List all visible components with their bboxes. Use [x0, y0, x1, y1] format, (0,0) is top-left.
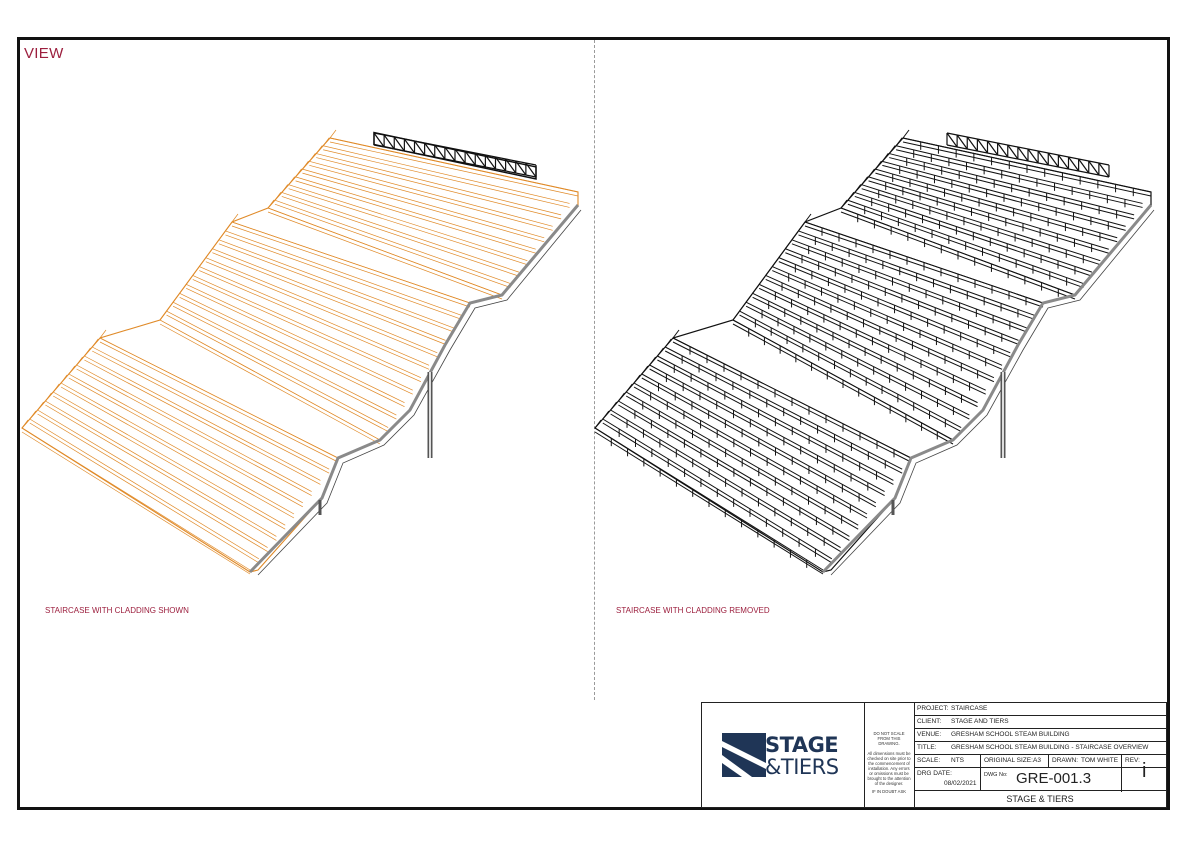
drawn-label: DRAWN: — [1052, 757, 1079, 764]
venue-value: GRESHAM SCHOOL STEAM BUILDING — [951, 731, 1070, 738]
view-divider — [594, 40, 595, 700]
note-check-dimensions: All dimensions must be checked on site p… — [867, 751, 911, 786]
caption-cladding-removed: STAIRCASE WITH CLADDING REMOVED — [616, 606, 770, 615]
note-if-in-doubt: IF IN DOUBT ASK — [871, 789, 907, 794]
row-venue: VENUE: GRESHAM SCHOOL STEAM BUILDING — [914, 729, 1166, 742]
staircase-frame-view — [594, 129, 1155, 576]
row-company: STAGE & TIERS — [914, 791, 1166, 807]
row-scale: SCALE: NTS ORIGINAL SIZE: A3 DRAWN: TOM … — [914, 754, 1166, 792]
company-logo: STAGE &TIERS — [702, 703, 865, 807]
title-label: TITLE: — [917, 744, 937, 751]
logo-text-stage: STAGE — [765, 733, 839, 757]
logo-text-tiers: &TIERS — [765, 755, 839, 779]
rev-label: REV: — [1125, 757, 1140, 764]
row-project: PROJECT: STAIRCASE — [914, 703, 1166, 716]
dwg-no-value: GRE-001.3 — [1016, 770, 1092, 787]
title-value: GRESHAM SCHOOL STEAM BUILDING - STAIRCAS… — [951, 744, 1149, 751]
row-client: CLIENT: STAGE AND TIERS — [914, 716, 1166, 729]
row-drawing-number: DRG DATE: 08/02/2021 DWG No: GRE-001.3 i — [914, 760, 1166, 791]
disclaimer-notes: DO NOT SCALE FROM THIS DRAWING. All dime… — [864, 703, 915, 807]
client-label: CLIENT: — [917, 718, 942, 725]
drawing-sheet-border — [17, 37, 1170, 810]
row-title: TITLE: GRESHAM SCHOOL STEAM BUILDING - S… — [914, 742, 1166, 755]
dwg-no-label: DWG No: — [984, 772, 1008, 778]
company-name: STAGE & TIERS — [1006, 794, 1074, 804]
original-size-value: A3 — [1033, 757, 1041, 764]
staircase-cladded-view — [21, 129, 582, 576]
drg-date-value: 08/02/2021 — [944, 780, 977, 787]
client-value: STAGE AND TIERS — [951, 718, 1009, 725]
project-value: STAIRCASE — [951, 705, 988, 712]
title-block: STAGE &TIERS DO NOT SCALE FROM THIS DRAW… — [701, 702, 1167, 808]
rev-value: i — [1142, 760, 1147, 782]
drawn-value: TOM WHITE — [1081, 757, 1119, 764]
note-do-not-scale: DO NOT SCALE FROM THIS DRAWING. — [873, 731, 905, 746]
scale-label: SCALE: — [917, 757, 941, 764]
original-size-label: ORIGINAL SIZE: — [984, 757, 1033, 764]
venue-label: VENUE: — [917, 731, 942, 738]
caption-cladding-shown: STAIRCASE WITH CLADDING SHOWN — [45, 606, 189, 615]
drg-date-label: DRG DATE: — [917, 770, 952, 777]
project-label: PROJECT: — [917, 705, 949, 712]
scale-value: NTS — [951, 757, 964, 764]
view-title: VIEW — [24, 45, 64, 62]
logo-flag-icon — [722, 733, 766, 777]
